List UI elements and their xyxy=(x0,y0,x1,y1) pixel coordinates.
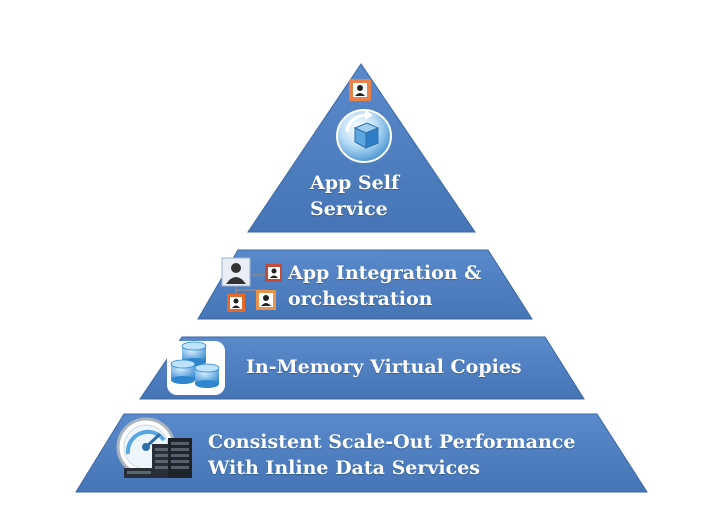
tier-label-line: App Self xyxy=(310,172,400,194)
tier-label-line: Service xyxy=(310,198,388,220)
tier-label-line: orchestration xyxy=(288,288,433,310)
user-network-icon xyxy=(220,256,283,318)
cube-refresh-icon xyxy=(333,106,395,168)
tier-label-app-self-service: App Self Service xyxy=(310,170,399,222)
tier-label-line: App Integration & xyxy=(288,262,482,284)
tier-label-scale-out-performance: Consistent Scale-Out Performance With In… xyxy=(208,429,575,481)
speedometer-servers-icon xyxy=(108,416,198,486)
tier-label-line: Consistent Scale-Out Performance xyxy=(208,431,576,453)
user-badge-icon xyxy=(349,79,371,105)
tier-scale-out-performance xyxy=(75,413,648,493)
tier-label-line: With Inline Data Services xyxy=(208,457,481,479)
database-cluster-icon xyxy=(166,340,226,400)
tier-in-memory-copies xyxy=(139,336,585,400)
tier-label-line: In-Memory Virtual Copies xyxy=(246,356,522,378)
tier-label-in-memory-copies: In-Memory Virtual Copies xyxy=(246,354,522,380)
tier-label-app-integration: App Integration & orchestration xyxy=(288,260,481,312)
